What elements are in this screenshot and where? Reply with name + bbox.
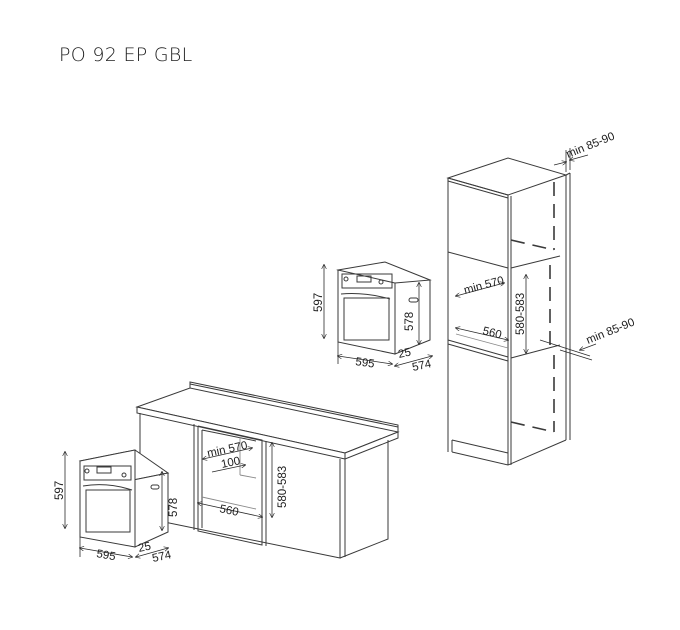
- oven-dimensions-bottom: 597 578 595 25 574: [54, 452, 180, 565]
- oven-width-label-top: 595: [355, 356, 376, 371]
- model-title: PO 92 EP GBL: [59, 44, 193, 66]
- column-bottom-clearance-label: min 85-90: [585, 316, 637, 346]
- column-top-clearance-label: min 85-90: [565, 130, 617, 160]
- under-counter-dimensions: min 570 100 580-583 560: [198, 440, 289, 519]
- oven-body-height-label-bottom: 578: [168, 498, 180, 517]
- column-cabinet: [446, 157, 571, 466]
- column-niche-depth-label: 560: [481, 325, 503, 341]
- oven-width-label-bottom: 595: [95, 548, 116, 563]
- oven-drawing-bottom: [78, 449, 170, 548]
- column-niche-width-label: min 570: [463, 275, 506, 297]
- column-dimensions: min 85-90 min 570 580-583 560 min 85-90: [456, 130, 637, 361]
- under-counter-cabinet: [135, 381, 400, 559]
- oven-height-label-bottom: 597: [54, 481, 66, 500]
- oven-height-label-top: 597: [313, 293, 325, 312]
- oven-body-depth-label-top: 574: [411, 358, 433, 374]
- oven-door-depth-label-top: 25: [397, 347, 412, 361]
- oven-body-depth-label-bottom: 574: [151, 549, 173, 565]
- oven-dimensions-top: 597 578 595 25 574: [313, 265, 433, 374]
- under-niche-height-label: 580-583: [277, 466, 289, 508]
- oven-drawing-top: [336, 261, 432, 355]
- under-niche-depth-label: 560: [218, 503, 239, 519]
- oven-body-height-label-top: 578: [404, 312, 416, 331]
- under-rear-gap-label: 100: [220, 455, 241, 471]
- column-niche-height-label: 580-583: [515, 293, 527, 335]
